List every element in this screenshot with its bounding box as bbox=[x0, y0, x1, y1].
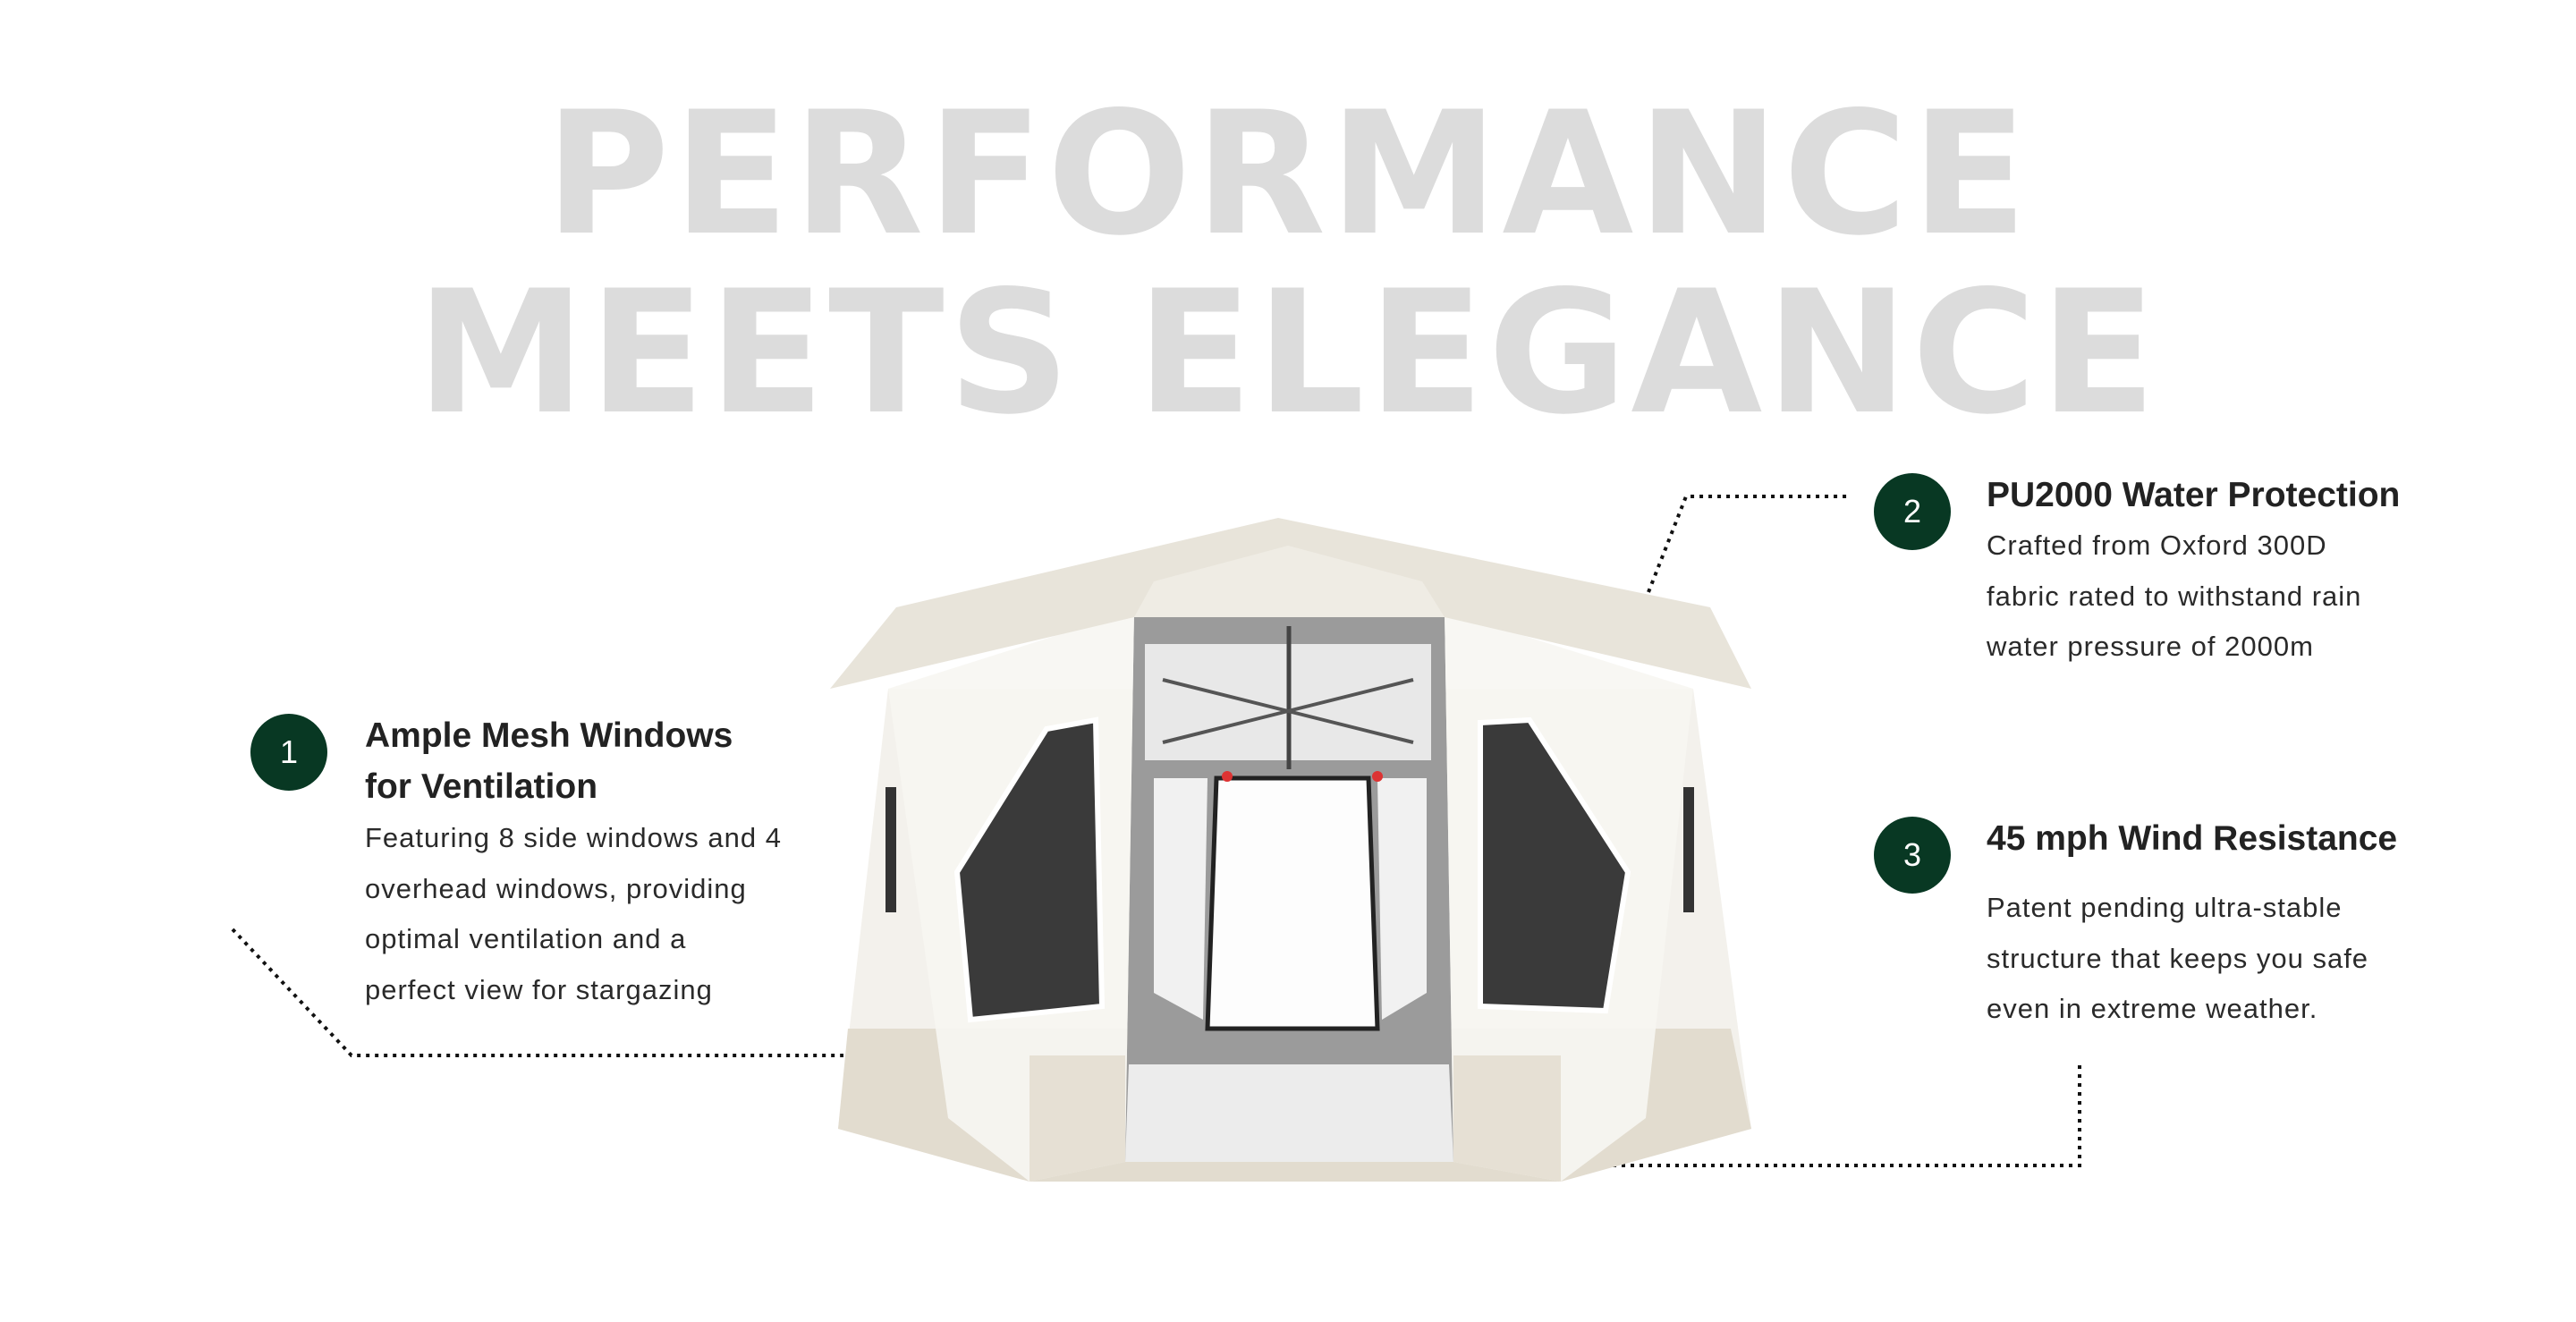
callout-line-3 bbox=[1565, 1065, 2081, 1167]
feature-2-body-line: Crafted from Oxford 300D bbox=[1987, 530, 2327, 561]
feature-1-title: Ample Mesh Windows for Ventilation bbox=[365, 711, 733, 812]
feature-1-body-line: overhead windows, providing bbox=[365, 872, 747, 904]
callout-line-2 bbox=[1647, 495, 1851, 593]
feature-1-title-line: for Ventilation bbox=[365, 767, 598, 806]
feature-1-body-line: optimal ventilation and a bbox=[365, 923, 687, 954]
feature-2-body-line: fabric rated to withstand rain bbox=[1987, 580, 2362, 612]
feature-3-title: 45 mph Wind Resistance bbox=[1987, 814, 2397, 865]
callout-line-1 bbox=[231, 928, 843, 1057]
feature-3-body-line: even in extreme weather. bbox=[1987, 993, 2318, 1024]
feature-1-title-line: Ample Mesh Windows bbox=[365, 716, 733, 755]
headline-line-2: MEETS ELEGANCE bbox=[416, 254, 2160, 452]
feature-1-body-line: perfect view for stargazing bbox=[365, 973, 713, 1005]
feature-2-title: PU2000 Water Protection bbox=[1987, 470, 2400, 521]
feature-2-body: Crafted from Oxford 300D fabric rated to… bbox=[1987, 521, 2361, 673]
feature-3-body: Patent pending ultra-stable structure th… bbox=[1987, 883, 2368, 1035]
feature-2-body-line: water pressure of 2000m bbox=[1987, 631, 2314, 662]
headline-line-1: PERFORMANCE bbox=[545, 75, 2031, 273]
mesh-window-right bbox=[1478, 716, 1631, 1014]
feature-3-badge: 3 bbox=[1874, 817, 1951, 894]
feature-3-body-line: Patent pending ultra-stable bbox=[1987, 892, 2343, 923]
feature-1-body: Featuring 8 side windows and 4 overhead … bbox=[365, 813, 782, 1015]
mesh-window-left bbox=[953, 716, 1106, 1023]
feature-1-badge: 1 bbox=[250, 714, 327, 791]
feature-3-title-line: 45 mph Wind Resistance bbox=[1987, 819, 2398, 858]
feature-2-badge: 2 bbox=[1874, 473, 1951, 550]
feature-2-title-line: PU2000 Water Protection bbox=[1987, 476, 2401, 514]
feature-1-body-line: Featuring 8 side windows and 4 bbox=[365, 822, 782, 853]
tent-image bbox=[830, 518, 1751, 1182]
feature-3-body-line: structure that keeps you safe bbox=[1987, 942, 2369, 974]
